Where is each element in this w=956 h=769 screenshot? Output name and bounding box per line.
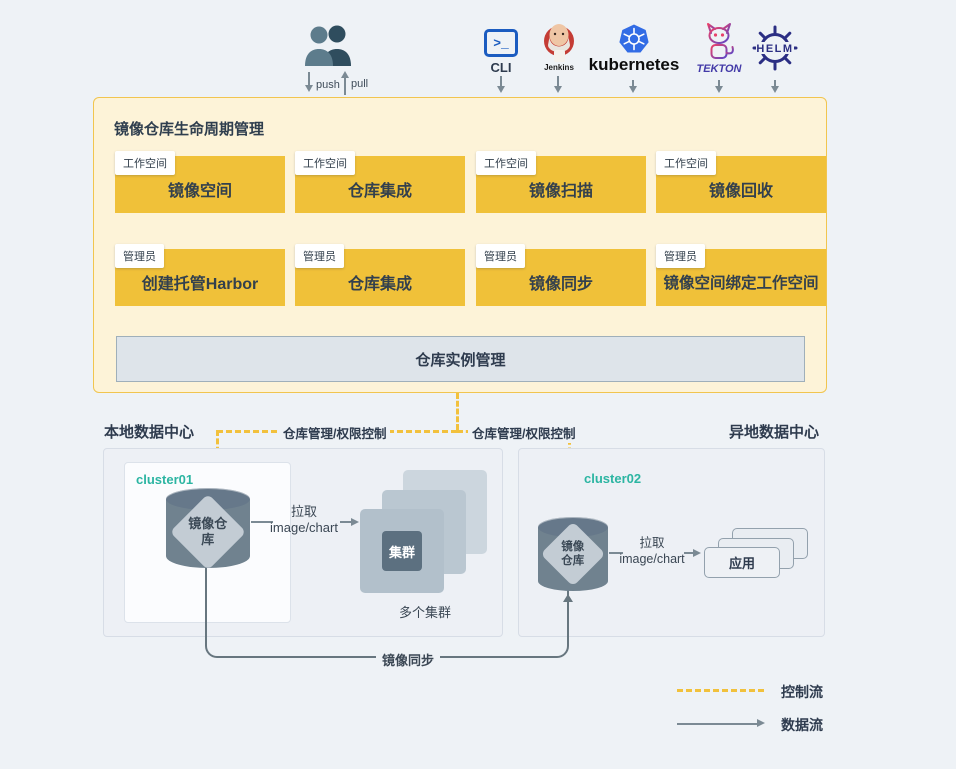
workspace-tag: 工作空间 [295,151,355,175]
kubernetes-icon [619,24,649,53]
users-icon [305,25,351,66]
pull-action: 拉取 [639,536,665,550]
local-dc-title: 本地数据中心 [104,424,195,441]
sync-label: 镜像同步 [376,650,441,669]
feature-label: 镜像扫描 [528,182,593,200]
sync-arrowhead [563,589,573,602]
feature-box-admin-create-harbor: 管理员 创建托管Harbor [115,244,285,306]
legend-control-line [677,689,764,692]
feature-box-workspace-registry-integration: 工作空间 仓库集成 [295,151,465,213]
admin-tag: 管理员 [476,244,525,268]
registry-cylinder-remote: 镜像仓库 [538,517,608,591]
feature-label: 仓库集成 [347,275,412,293]
legend-control-label: 控制流 [781,684,823,700]
cluster-square-front: 集群 [360,509,444,593]
pull-arrowhead-local [351,518,363,526]
feature-box-workspace-image-space: 工作空间 镜像空间 [115,151,285,213]
registry-label: 镜像仓库 [188,515,228,547]
legend-data-arrowhead [757,719,769,727]
jenkins-icon [544,24,574,62]
pull-line-remote-end [684,552,694,554]
feature-label: 创建托管Harbor [141,275,259,293]
feature-label: 镜像空间 [167,182,232,200]
helm-label: HELM [756,43,793,55]
push-arrow [305,72,313,92]
app-card-front: 应用 [704,547,780,578]
pull-action: 拉取 [290,504,317,519]
legend-data-label: 数据流 [781,717,823,733]
sync-path [205,566,569,658]
remote-dc-box: cluster02 镜像仓库 应用 [518,448,825,637]
control-label-left: 仓库管理/权限控制 [279,422,391,443]
feature-box-admin-registry-integration: 管理员 仓库集成 [295,244,465,306]
cli-label: CLI [490,60,512,75]
cli-arrow [497,76,505,93]
tekton-label: TEKTON [696,63,742,75]
jenkins-label: Jenkins [544,63,574,72]
pull-label-local: 拉取 image/chart [266,504,342,536]
remote-dc-title: 异地数据中心 [729,424,820,441]
cluster-box: 集群 [382,531,422,571]
admin-tag: 管理员 [656,244,705,268]
feature-box-workspace-image-scan: 工作空间 镜像扫描 [476,151,646,213]
legend-data-line [677,723,759,725]
feature-box-workspace-image-recycle: 工作空间 镜像回收 [656,151,826,213]
clusters-caption: 多个集群 [398,605,451,620]
pull-line-local-end [340,521,352,523]
feature-label: 镜像同步 [528,275,593,293]
workspace-tag: 工作空间 [656,151,716,175]
lifecycle-panel: 镜像仓库生命周期管理 工作空间 镜像空间 工作空间 仓库集成 工作空间 镜像扫描… [93,97,827,393]
instance-management-bar: 仓库实例管理 [116,336,805,382]
pull-label: pull [351,78,369,90]
panel-title: 镜像仓库生命周期管理 [114,121,265,138]
admin-tag: 管理员 [115,244,164,268]
jenkins-arrow [554,76,562,93]
feature-box-admin-image-sync: 管理员 镜像同步 [476,244,646,306]
push-label: push [316,79,340,91]
workspace-tag: 工作空间 [476,151,536,175]
helm-icon: HELM [752,25,798,71]
cluster01-label: cluster01 [136,472,194,487]
pull-arrow [341,71,349,95]
pull-line-local-start [251,521,273,523]
local-dc-box: cluster01 镜像仓库 集群 多个集群 [103,448,503,637]
pull-object: image/chart [270,520,338,535]
tekton-arrow [715,80,723,93]
pull-object: image/chart [619,552,685,566]
pull-label-remote: 拉取 image/chart [616,535,688,567]
pull-line-remote-start [609,552,623,554]
registry-cylinder-local: 镜像仓库 [166,488,250,571]
feature-label: 镜像回收 [708,182,773,200]
workspace-tag: 工作空间 [115,151,175,175]
registry-label: 镜像仓库 [561,540,585,567]
helm-arrow [771,80,779,93]
control-line-trunk [456,393,459,430]
feature-label: 镜像空间绑定工作空间 [663,274,819,292]
pull-arrowhead-remote [693,549,705,557]
tekton-icon [707,23,734,59]
cluster02-label: cluster02 [584,471,642,486]
kubernetes-arrow [629,80,637,93]
admin-tag: 管理员 [295,244,344,268]
cli-glyph: >_ [493,35,509,51]
kubernetes-label: kubernetes [588,55,680,74]
control-label-right: 仓库管理/权限控制 [468,422,580,443]
feature-box-admin-bind-workspace: 管理员 镜像空间绑定工作空间 [656,244,826,306]
cli-icon: >_ [484,29,518,57]
feature-label: 仓库集成 [347,182,412,200]
